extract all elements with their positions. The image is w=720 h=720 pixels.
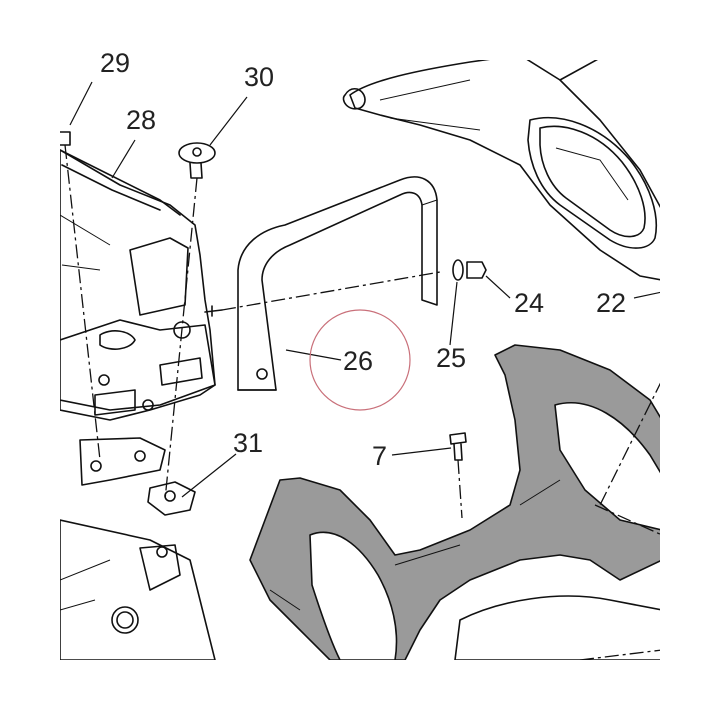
part-29-bolt [60, 131, 71, 146]
callout-25: 25 [436, 343, 466, 373]
callout-26: 26 [343, 346, 373, 376]
lower-grey-panel [249, 344, 660, 660]
leader-lines [69, 81, 660, 498]
part-24-nut [466, 261, 487, 279]
callout-31: 31 [233, 428, 263, 458]
part-30-bolt [178, 142, 216, 179]
callout-22: 22 [596, 288, 626, 318]
callout-24: 24 [514, 288, 544, 318]
lower-left-housing [60, 437, 216, 660]
part-28-bracket-panel [60, 149, 223, 421]
highlight-circle [309, 309, 411, 411]
assembly-centerlines [64, 144, 660, 660]
part-31-clip-nut [147, 481, 196, 516]
callout-30: 30 [244, 62, 274, 92]
callout-29: 29 [100, 48, 130, 78]
part-25-washer [452, 259, 464, 281]
part-7-screw [449, 432, 467, 461]
callout-28: 28 [126, 105, 156, 135]
part-26-u-bracket [237, 176, 438, 391]
part-22-upper-cover [342, 60, 660, 281]
callout-7: 7 [372, 441, 387, 471]
